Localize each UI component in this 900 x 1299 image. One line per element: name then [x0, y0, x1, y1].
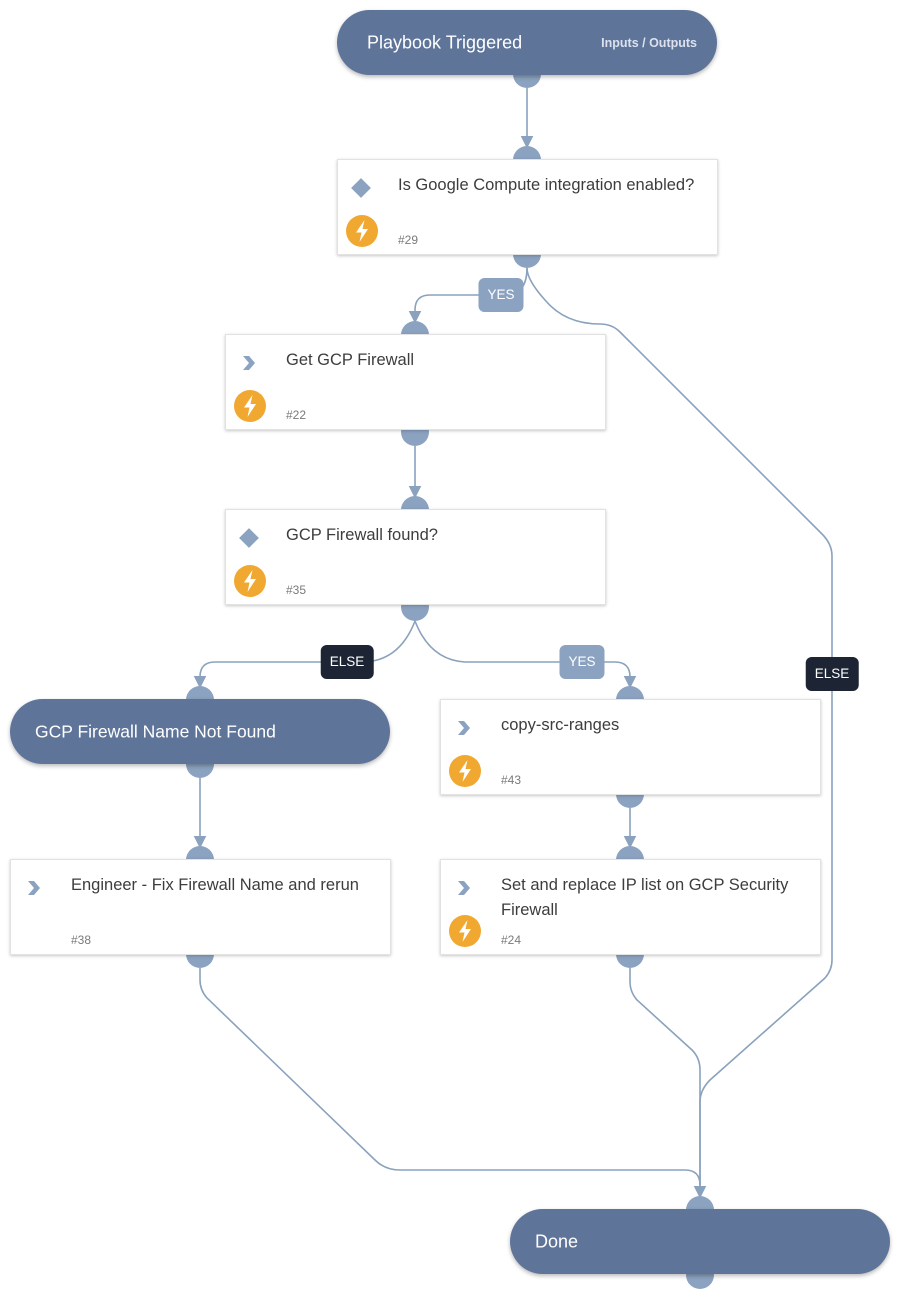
yes-label: YES: [478, 278, 524, 312]
start-node-title: Playbook Triggered: [367, 32, 523, 52]
task-id: #22: [286, 408, 307, 422]
not-found-node[interactable]: GCP Firewall Name Not Found: [10, 699, 390, 764]
automation-bolt-icon: [234, 565, 266, 597]
task-title: Set and replace IP list on GCP Security …: [501, 876, 789, 919]
automation-bolt-icon: [449, 755, 481, 787]
condition-diamond-icon: [239, 528, 259, 548]
edge-29-else-to-done: [526, 267, 833, 1199]
task-card-43[interactable]: copy-src-ranges #43: [440, 699, 821, 795]
task-card-24[interactable]: Set and replace IP list on GCP Security …: [440, 859, 821, 955]
task-title: Engineer - Fix Firewall Name and rerun: [71, 876, 359, 894]
action-chevron-icon: [458, 881, 470, 895]
start-node[interactable]: Playbook Triggered Inputs / Outputs: [337, 10, 717, 75]
edge-38-to-done: [199, 968, 701, 1186]
task-id: #29: [398, 233, 419, 247]
task-title: Get GCP Firewall: [286, 351, 415, 369]
done-node[interactable]: Done: [510, 1209, 890, 1274]
task-title: copy-src-ranges: [501, 716, 620, 734]
action-chevron-icon: [458, 721, 470, 735]
else-label: ELSE: [320, 645, 374, 679]
task-card-38[interactable]: Engineer - Fix Firewall Name and rerun #…: [10, 859, 391, 955]
edge-29-yes-to-22: [408, 267, 528, 324]
condition-diamond-icon: [351, 178, 371, 198]
automation-bolt-icon: [234, 390, 266, 422]
done-title: Done: [535, 1231, 579, 1251]
automation-bolt-icon: [449, 915, 481, 947]
task-id: #43: [501, 773, 522, 787]
task-card-22[interactable]: Get GCP Firewall #22: [225, 334, 606, 430]
automation-bolt-icon: [346, 215, 378, 247]
task-id: #35: [286, 583, 307, 597]
edge-24-to-done: [629, 968, 701, 1196]
yes-label: YES: [559, 645, 605, 679]
edge-35-yes-to-43: [414, 620, 637, 689]
task-id: #38: [71, 933, 92, 947]
else-label: ELSE: [805, 657, 859, 691]
task-card-29[interactable]: Is Google Compute integration enabled? #…: [337, 159, 718, 255]
task-id: #24: [501, 933, 522, 947]
task-title: Is Google Compute integration enabled?: [398, 176, 695, 194]
task-card-35[interactable]: GCP Firewall found? #35: [225, 509, 606, 605]
task-title: GCP Firewall found?: [286, 526, 438, 544]
action-chevron-icon: [28, 881, 40, 895]
action-chevron-icon: [243, 356, 255, 370]
edge-35-else-to-notfound: [193, 620, 416, 689]
inputs-outputs-link[interactable]: Inputs / Outputs: [601, 35, 697, 50]
not-found-title: GCP Firewall Name Not Found: [35, 721, 276, 741]
